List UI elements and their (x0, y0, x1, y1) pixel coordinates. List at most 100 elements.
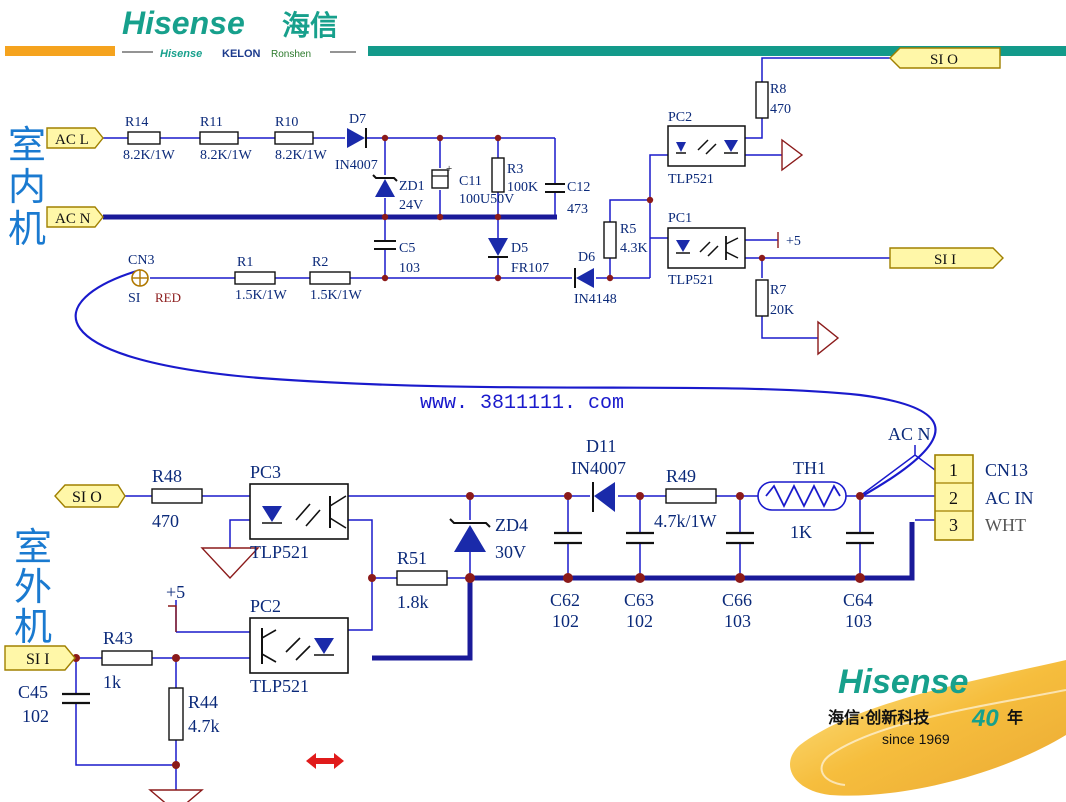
terminal-indoor-sio (889, 47, 1001, 69)
r51-value: 1.8k (397, 592, 429, 612)
terminal-outdoor-sii-label: SI I (26, 651, 50, 668)
indoor-wires (103, 57, 890, 339)
d5-ref: D5 (511, 241, 528, 256)
d7-ref: D7 (349, 112, 366, 127)
r43-body (101, 650, 153, 666)
outdoor-grounds (148, 547, 260, 802)
pc2-indoor-value: TLP521 (668, 172, 714, 187)
cn13-connector (934, 454, 974, 541)
d11-value: IN4007 (571, 458, 626, 478)
outdoor-label-2: 外 (14, 567, 52, 609)
r7-ref: R7 (770, 283, 786, 298)
d7-symbol (347, 128, 365, 148)
header-logo: Hisense 海信 (122, 5, 338, 41)
c62-ref: C62 (550, 590, 580, 610)
d6-value: IN4148 (574, 292, 617, 307)
subbrand-ronshen: Ronshen (271, 49, 311, 60)
r1-ref: R1 (237, 255, 253, 270)
c5-value: 103 (399, 261, 420, 276)
r7-value: 20K (770, 303, 794, 318)
th1-value: 1K (790, 522, 812, 542)
r2-body (309, 271, 351, 285)
double-arrow-icon (306, 753, 344, 769)
c12-ref: C12 (567, 180, 590, 195)
ground-pc3 (200, 547, 260, 580)
r7-body (755, 279, 769, 317)
d5-symbol (488, 238, 508, 256)
indoor-grounds (777, 138, 840, 356)
d5-value: FR107 (511, 261, 549, 276)
c66-value: 103 (724, 611, 751, 631)
zd4-ref: ZD4 (495, 515, 528, 535)
r10-value: 8.2K/1W (275, 148, 328, 163)
c64-value: 103 (845, 611, 872, 631)
r3-ref: R3 (507, 162, 523, 177)
r51-ref: R51 (397, 548, 427, 568)
indoor-nodes (381, 134, 766, 282)
subbrand-kelon: KELON (222, 48, 261, 60)
pc3-body (249, 483, 349, 540)
ground-r7 (817, 320, 840, 356)
r48-value: 470 (152, 511, 179, 531)
r1-body (234, 271, 276, 285)
zd4-symbol (454, 525, 486, 552)
cn13-pin2-label: AC IN (985, 488, 1034, 508)
r51-body (396, 570, 448, 586)
pc1-indoor-ref: PC1 (668, 211, 692, 226)
c11-value: 100U50V (459, 192, 514, 207)
cn13-pin-3: 3 (949, 515, 958, 535)
terminal-acl-label: AC L (55, 132, 89, 148)
anniversary-logo: Hisense 海信·创新科技 40 年 since 1969 (790, 660, 1066, 796)
cn13-ref: CN13 (985, 460, 1028, 480)
pc3-ref: PC3 (250, 462, 281, 482)
pc1-indoor-value: TLP521 (668, 273, 714, 288)
zd1-symbol (375, 179, 395, 197)
c62-value: 102 (552, 611, 579, 631)
footer-slogan: 海信·创新科技 (828, 708, 930, 727)
d11-symbol (594, 482, 615, 512)
pc2-indoor-ref: PC2 (668, 110, 692, 125)
r5-ref: R5 (620, 222, 636, 237)
th1-ref: TH1 (793, 458, 826, 478)
c12-value: 473 (567, 202, 588, 217)
c5-ref: C5 (399, 241, 415, 256)
terminal-acn-label: AC N (55, 211, 91, 227)
outdoor-labels: R48 470 PC3 TLP521 PC2 TLP521 R51 1.8k Z… (18, 424, 1034, 736)
terminal-outdoor-sio (54, 484, 126, 508)
outdoor-vcc: +5 (166, 582, 185, 602)
c45-ref: C45 (18, 682, 48, 702)
r3-body (491, 157, 505, 193)
r49-body (665, 488, 717, 504)
indoor-vcc: +5 (786, 234, 801, 249)
terminal-indoor-sio-label: SI O (930, 52, 958, 68)
terminal-outdoor-sio-label: SI O (72, 489, 102, 506)
cn13-pin-1: 1 (949, 460, 958, 480)
pc2-outdoor-value: TLP521 (250, 676, 309, 696)
cn3-pin: SI (128, 291, 141, 306)
terminal-indoor-sii (889, 247, 1004, 269)
pc2-outdoor-body (249, 617, 349, 674)
r14-value: 8.2K/1W (123, 148, 176, 163)
watermark: www. 3811111. com (420, 392, 624, 415)
brand-logo-text: Hisense (122, 5, 245, 41)
pc3-value: TLP521 (250, 542, 309, 562)
r14-body (127, 131, 161, 145)
r14-ref: R14 (125, 115, 148, 130)
brand-chinese-text: 海信 (282, 10, 338, 41)
cn3-ref: CN3 (128, 253, 154, 268)
terminal-acn (46, 206, 104, 228)
pc1-indoor-body (667, 227, 746, 269)
d6-symbol (576, 268, 594, 288)
d6-ref: D6 (578, 250, 595, 265)
indoor-optocouplers (667, 125, 746, 269)
r3-value: 100K (507, 180, 538, 195)
header-orange-bar (5, 46, 115, 56)
d11-ref: D11 (586, 436, 616, 456)
footer-year-char: 年 (1007, 708, 1023, 727)
cn3-color: RED (155, 290, 181, 305)
r11-body (199, 131, 239, 145)
footer-brand: Hisense (838, 663, 968, 701)
r44-body (168, 687, 184, 741)
outdoor-terminals: SI O SI I (4, 484, 126, 671)
